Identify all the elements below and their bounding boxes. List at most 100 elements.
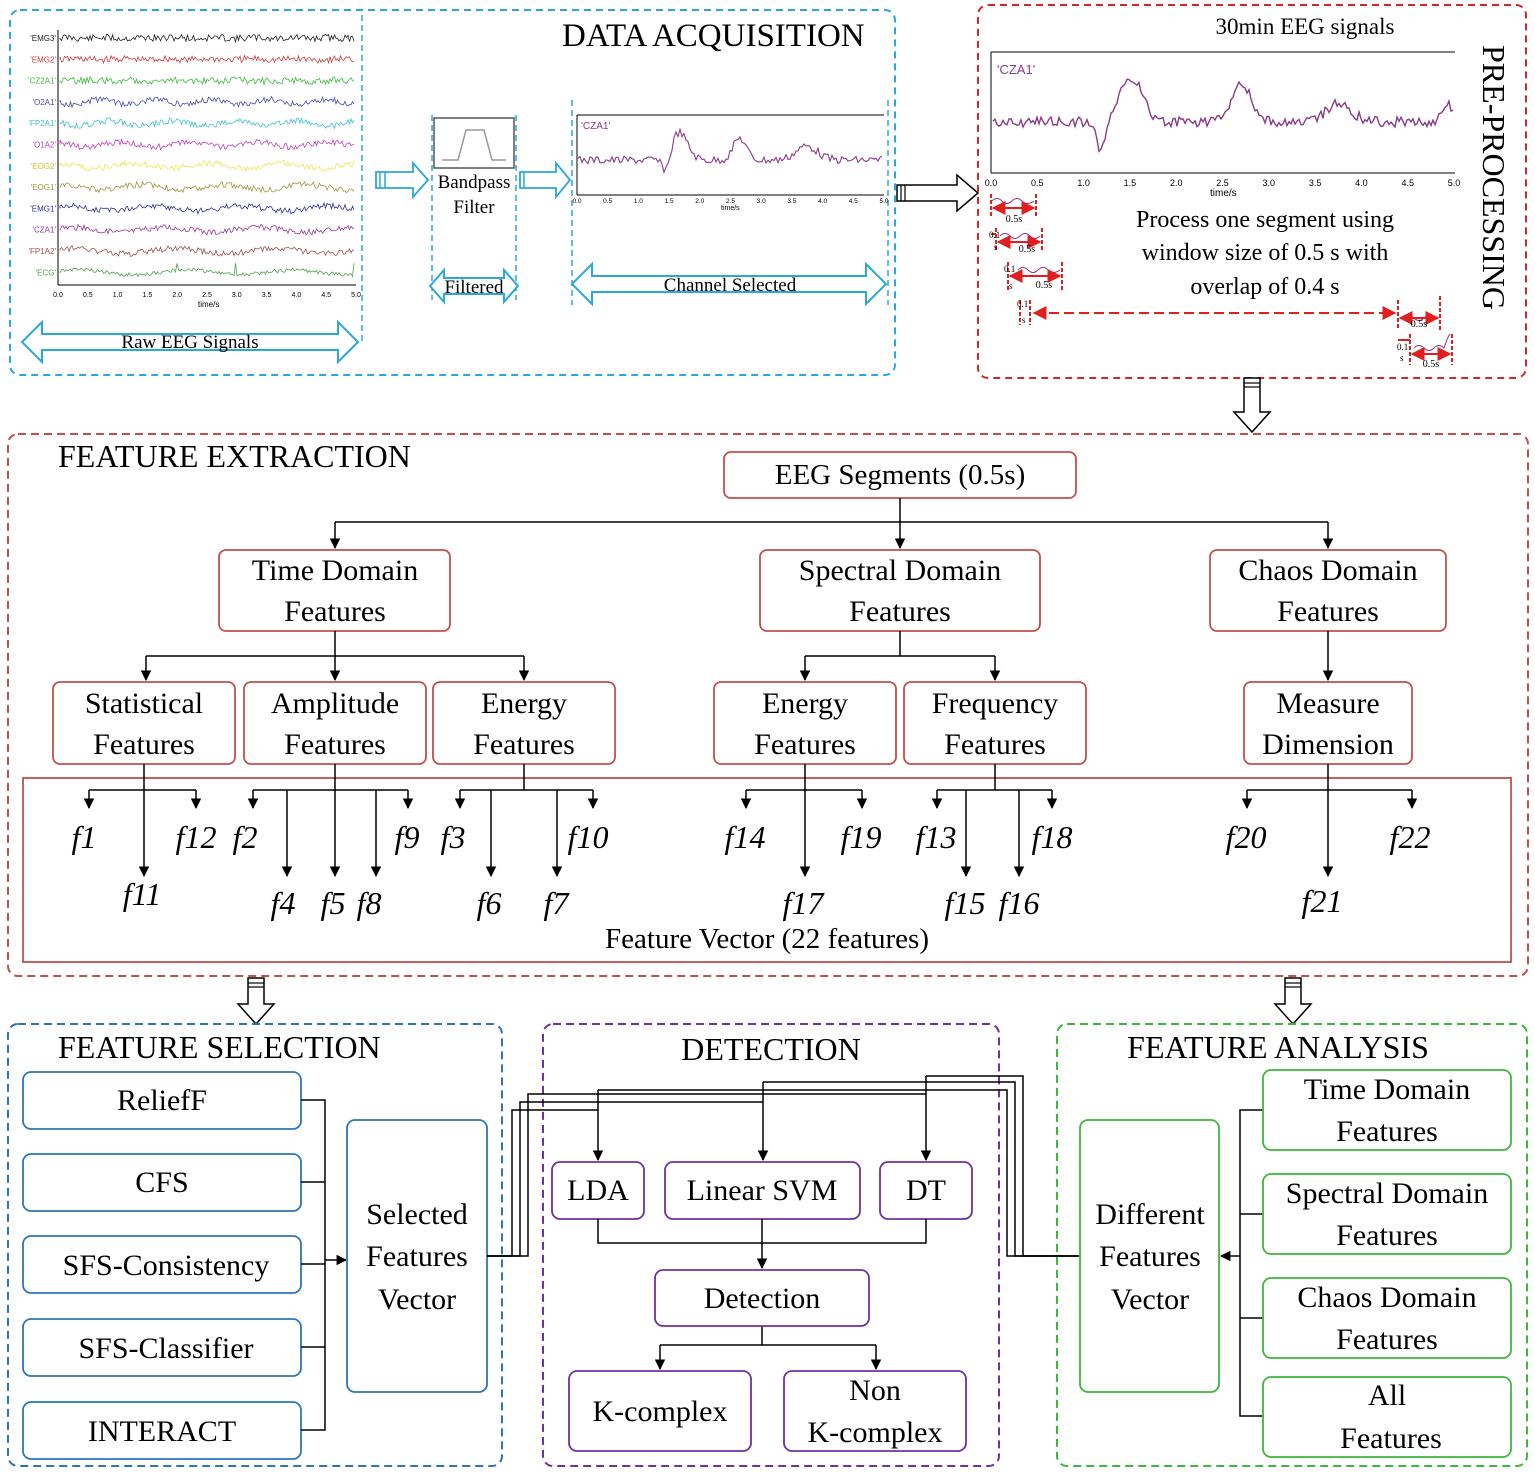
analysis-time-line2: Features [1336,1115,1438,1148]
raw-x-tick: 3.0 [232,292,242,299]
pre-processing-panel [977,4,1527,379]
step-label-3b: s [1022,315,1026,325]
acq-arrow-2 [519,160,572,200]
pre-desc-line-2: window size of 0.5 s with [1142,240,1389,266]
channel-label: 'EMG2' [30,55,56,64]
analysis-chaos-line2: Features [1336,1323,1438,1356]
channel-trace [59,201,355,215]
raw-eeg-plot: 'EMG3''EMG2''CZ2A1''O2A1''FP2A1''O1A2''E… [28,30,361,309]
channel-trace [59,263,355,278]
channel-x-label: time/s [721,205,740,212]
time-energy-line2: Features [473,728,575,761]
channel-trace [59,223,355,236]
different-line2: Features [1099,1240,1201,1273]
raw-x-tick: 1.0 [113,292,123,299]
raw-eeg-label: Raw EEG Signals [121,332,258,353]
channel-x-tick: 5.0 [879,198,888,205]
raw-x-tick: 0.5 [83,292,93,299]
time-domain-line2: Features [284,595,386,628]
classifier-routing-lines [487,1075,1079,1257]
feature-f22: f22 [1390,819,1431,855]
filtered-label: Filtered [444,277,504,298]
detection-connectors [597,1219,927,1371]
windowing-illustration: 0.5s 0.1 s 0.5s 0.1 s 0.5s 0.1 s 0.5s [989,194,1453,370]
extract-to-selection-arrow [236,977,276,1026]
feature-f14: f14 [725,819,766,855]
frequency-line1: Frequency [932,687,1059,720]
spectral-energy-line2: Features [754,728,856,761]
feature-f19: f19 [841,819,882,855]
feature-connectors [83,764,1418,878]
channel-x-tick: 3.5 [787,198,796,205]
feature-f10: f10 [568,819,609,855]
pre-x-tick: 2.0 [1170,178,1183,188]
feature-analysis-panel [1056,1023,1528,1467]
channel-label: 'EOG2' [31,162,57,171]
kcomplex-label: K-complex [593,1395,728,1428]
channel-x-tick: 1.5 [665,198,674,205]
pre-x-tick: 3.5 [1309,178,1322,188]
channel-selected-label: Channel Selected [664,275,797,296]
measure-line2: Dimension [1262,728,1394,761]
pre-processing-title: PRE-PROCESSING [1476,45,1512,310]
feature-f17: f17 [783,885,826,921]
analysis-all-line2: Features [1340,1422,1442,1455]
feature-f2: f2 [233,819,258,855]
raw-x-tick: 2.5 [202,292,212,299]
channel-label: 'EOG1' [31,183,57,192]
feature-analysis-title: FEATURE ANALYSIS [1127,1029,1429,1065]
feature-extraction-panel [7,433,1529,977]
selected-line1: Selected [366,1198,468,1231]
channel-label: 'CZA1' [32,226,56,235]
channel-label: 'O1A2' [32,141,56,150]
step-label-2a: 0.1 [1004,264,1015,274]
non-kcomplex-line1: Non [849,1374,901,1407]
feature-f12: f12 [176,819,217,855]
win-label-1: 0.5s [1006,214,1023,225]
analysis-connectors [1219,1109,1263,1417]
acq-to-pre-arrow [896,173,980,213]
analysis-time-line1: Time Domain [1304,1073,1470,1106]
dt-label: DT [906,1174,946,1207]
bandpass-label-2: Filter [453,197,495,218]
pre-x-tick: 3.0 [1263,178,1276,188]
channel-span-arrow [570,261,888,307]
detection-box [654,1269,870,1327]
spectral-domain-line2: Features [849,595,951,628]
channel-x-tick: 4.5 [849,198,858,205]
selection-methods: ReliefF CFS SFS-Consistency SFS-Classifi… [22,1071,302,1460]
selected-line2: Features [366,1240,468,1273]
pre-x-tick: 0.5 [1031,178,1044,188]
feature-f21: f21 [1302,883,1343,919]
channel-x-tick: 3.0 [757,198,766,205]
channel-trace [59,33,355,44]
channel-plot-label: 'CZA1' [581,121,610,132]
detection-panel [542,1023,1000,1467]
different-line3: Vector [1111,1283,1189,1316]
pre-desc-line-1: Process one segment using [1136,207,1394,233]
feature-f5: f5 [321,885,346,921]
channel-label: 'CZ2A1' [28,77,56,86]
frequency-line2: Features [944,728,1046,761]
win-label-2: 0.5s [1019,244,1036,255]
win-label-3: 0.5s [1036,280,1053,291]
feature-vector-label: Feature Vector (22 features) [605,923,929,955]
analysis-chaos-line1: Chaos Domain [1297,1281,1476,1314]
channel-label: 'EMG3' [30,34,56,43]
feature-f8: f8 [357,885,382,921]
pre-x-tick: 5.0 [1448,178,1461,188]
relieff-label: ReliefF [117,1084,207,1117]
data-acquisition-title: DATA ACQUISITION [562,18,865,54]
eeg-segments-label: EEG Segments (0.5s) [775,459,1026,491]
chaos-domain-line1: Chaos Domain [1238,554,1417,587]
step-label-1a: 0.1 [989,230,1000,240]
pre-x-tick: 0.0 [985,178,998,188]
analysis-spectral-domain-box [1262,1173,1512,1255]
cfs-label: CFS [135,1166,188,1199]
different-features-vector-box [1079,1119,1220,1393]
channel-trace [59,54,355,65]
channel-trace [59,95,355,109]
bandpass-label-1: Bandpass [438,172,511,193]
